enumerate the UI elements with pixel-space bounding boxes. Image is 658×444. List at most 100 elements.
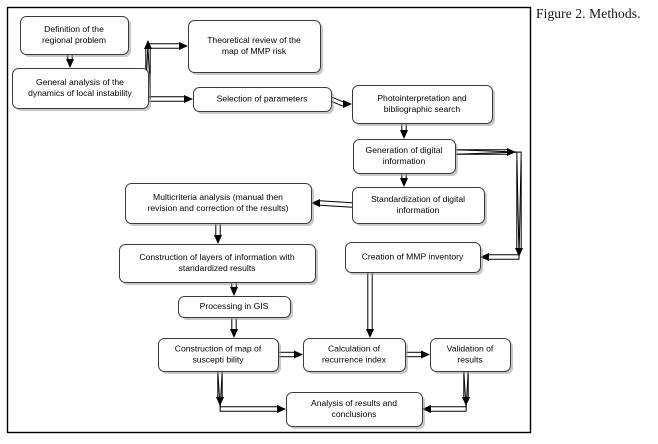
flow-edge-map-down-stub [216,371,224,406]
node-label: recurrence index [322,354,387,364]
node-label: Construction of map of [175,343,262,353]
edge-line [431,370,467,408]
node-label: Definition of the [44,24,104,34]
node-label: Theoretical review of the [207,35,301,45]
edge-arrowhead [311,199,320,207]
node-label: conclusions [332,409,377,419]
edge-arrowhead [400,130,408,139]
node-label: Photointerpretation and [377,93,467,103]
flow-edge-inventory-down-stub [515,160,523,257]
flow-edge-gis-to-map [230,317,238,338]
node-label: Generation of digital [366,145,443,155]
edge-arrowhead [66,59,74,68]
edge-line [454,149,520,256]
node-box[interactable] [20,16,129,55]
edge-line [147,47,179,89]
node-box[interactable] [352,187,485,224]
node-box[interactable] [193,87,332,112]
flow-node-multicriteria[interactable]: Multicriteria analysis (manual thenrevis… [125,183,315,227]
flow-edge-map-to-analysis [217,370,286,413]
edge-arrowhead [507,148,516,156]
edge-arrowhead [294,350,303,359]
flow-edge-generation-to-inventory [454,149,522,261]
edge-arrowhead [179,42,188,50]
flow-edge-map-to-calculation [278,350,303,359]
node-label: standardized results [179,263,256,273]
node-label: Calculation of [328,343,381,353]
flow-edge-inventory-to-calculation [366,272,374,338]
flow-edge-validation-down-stub [462,371,470,406]
node-label: Selection of parameters [217,93,308,103]
node-box[interactable] [303,338,406,372]
node-label: information [383,156,426,166]
flow-edge-general-to-theoretical [145,42,188,89]
node-label: Processing in GIS [200,301,269,311]
node-label: suscepti bility [192,354,244,364]
node-box[interactable] [430,338,511,372]
node-label: dynamics of local instability [28,88,132,98]
edge-arrowhead [277,405,286,413]
edge-arrowhead [421,350,430,359]
node-box[interactable] [178,296,291,318]
node-label: Construction of layers of information wi… [139,252,294,262]
edge-arrowhead [230,329,238,338]
node-label: bibliographic search [384,104,461,114]
flow-node-selection-params[interactable]: Selection of parameters [193,87,335,115]
node-label: map of MMP risk [222,46,287,56]
flow-edge-validation-to-analysis [422,370,469,413]
flow-edge-standardization-to-multicriteria [311,199,353,208]
node-box[interactable] [353,139,456,174]
edge-arrowhead [400,178,408,187]
node-label: Standardization of digital [371,194,465,204]
edge-line [319,200,353,204]
edge-line [431,370,469,412]
flow-node-creation-inventory[interactable]: Creation of MMP inventory [345,242,484,276]
flow-edge-generation-right-stub [455,148,516,156]
node-label: information [397,205,440,215]
node-label: Multicriteria analysis (manual then [153,192,283,202]
edge-arrowhead [216,397,224,406]
flow-edge-calculation-to-validation [405,350,430,359]
node-label: Creation of MMP inventory [362,251,464,261]
edge-arrowhead [480,253,489,261]
node-box[interactable] [345,242,481,273]
flow-node-processing-gis[interactable]: Processing in GIS [178,296,294,321]
figure-frame [6,6,532,434]
edge-line [319,204,353,208]
node-box[interactable] [158,338,279,372]
node-box[interactable] [286,392,423,427]
edge-arrowhead [214,235,222,244]
node-box[interactable] [12,68,149,109]
edge-arrowhead [343,100,352,108]
flow-node-construction-layers[interactable]: Construction of layers of information wi… [119,244,319,286]
node-box[interactable] [119,244,316,283]
edge-arrowhead [462,397,470,406]
figure-caption: Figure 2. Methods. [536,6,641,21]
edge-arrowhead [144,40,152,49]
edge-arrowhead [184,95,193,103]
edge-line [454,151,522,260]
node-label: Validation of [447,343,494,353]
edge-arrowhead [366,329,374,338]
flow-edge-selection-to-photointerpretation [330,96,352,108]
edge-arrowhead [230,287,238,296]
flow-edge-multicriteria-to-layers [214,223,222,244]
node-box[interactable] [188,20,321,73]
edge-arrowhead [422,405,431,413]
node-label: revision and correction of the results) [148,203,289,213]
edge-arrowhead [515,248,523,257]
node-box[interactable] [125,183,312,224]
node-label: Analysis of results and [311,398,397,408]
node-box[interactable] [352,85,493,124]
